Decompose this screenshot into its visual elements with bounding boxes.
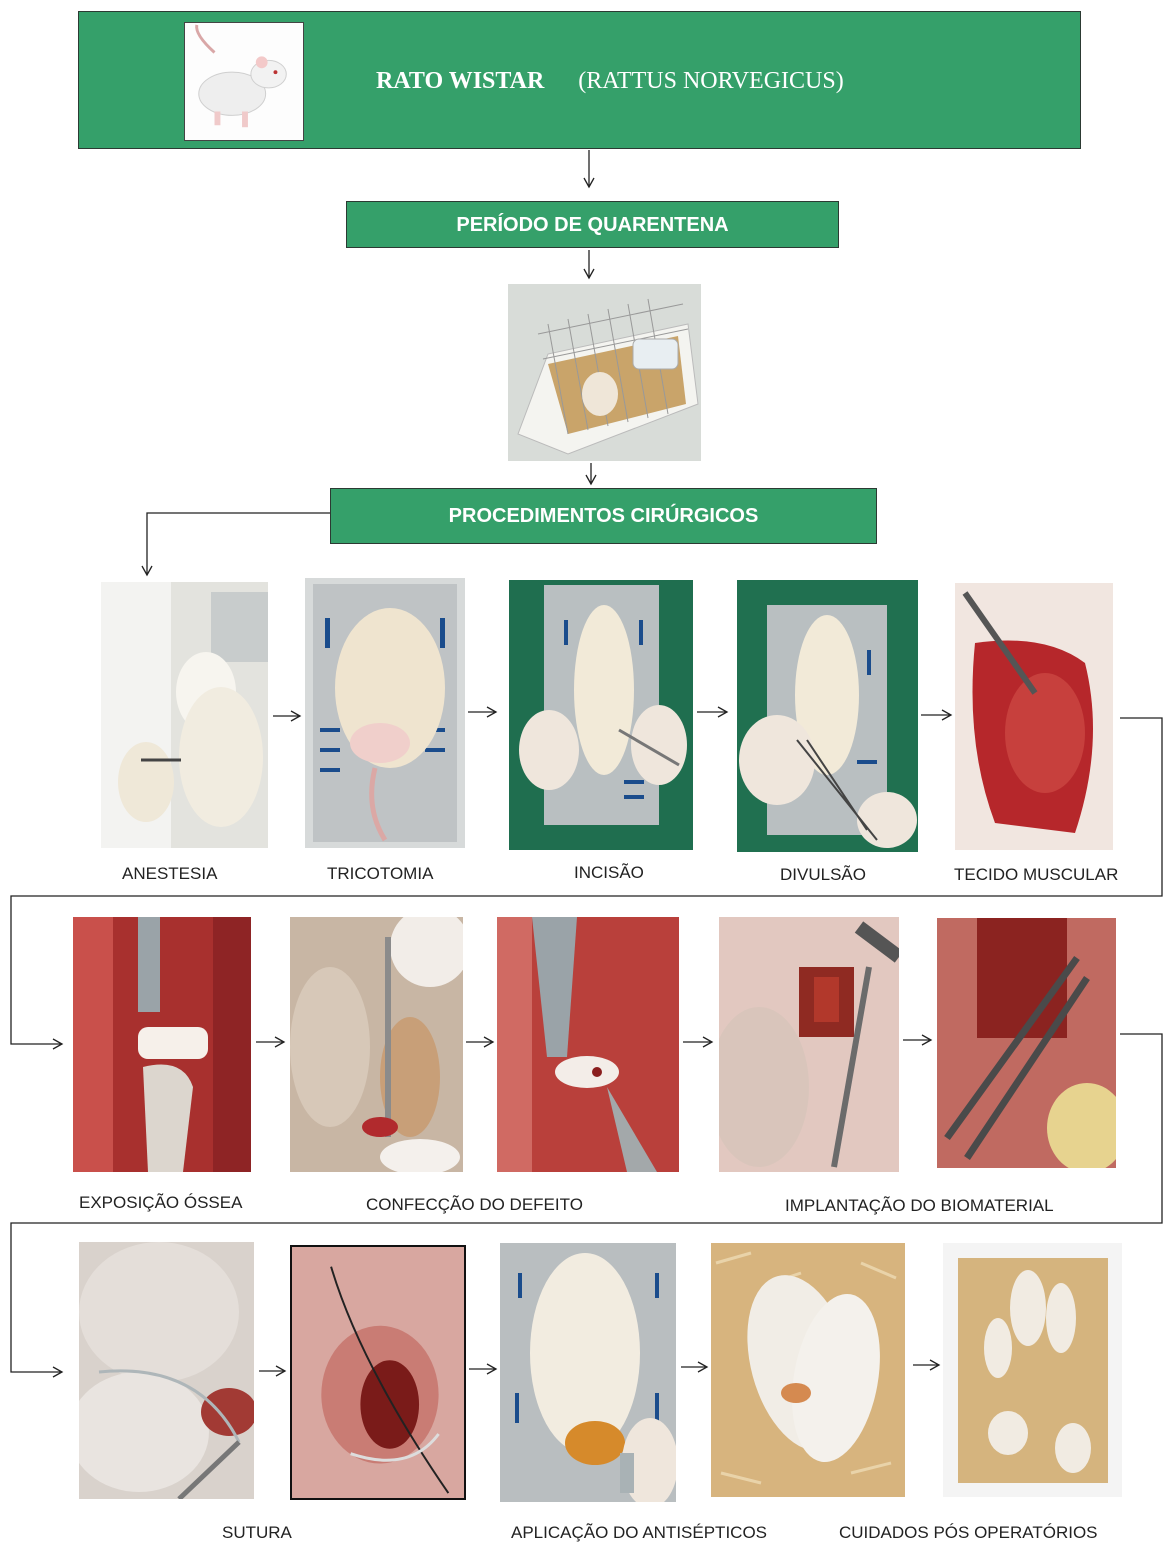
- caption-cuidados-pos-operatorios: CUIDADOS PÓS OPERATÓRIOS: [839, 1523, 1098, 1543]
- header-title: RATO WISTAR (RATTUS NORVEGICUS): [376, 68, 844, 95]
- caption-anestesia: ANESTESIA: [122, 864, 217, 884]
- caption-antisepticos: APLICAÇÃO DO ANTISÉPTICOS: [511, 1523, 767, 1543]
- arrow-surgery-to-anestesia: [147, 513, 330, 575]
- antisepticos-photo: [500, 1243, 676, 1502]
- surgery-label: PROCEDIMENTOS CIRÚRGICOS: [331, 505, 876, 528]
- exposicao-ossea-photo: [73, 917, 251, 1172]
- quarantine-box: PERÍODO DE QUARENTENA: [346, 201, 839, 248]
- tecido-muscular-photo: [955, 583, 1113, 850]
- caption-incisao: INCISÃO: [574, 863, 644, 883]
- caption-divulsao: DIVULSÃO: [780, 865, 866, 885]
- caption-sutura: SUTURA: [222, 1523, 292, 1543]
- anestesia-photo: [101, 582, 268, 848]
- cage-photo: [508, 284, 701, 461]
- header-box: RATO WISTAR (RATTUS NORVEGICUS): [78, 11, 1081, 149]
- caption-tricotomia: TRICOTOMIA: [327, 864, 433, 884]
- caption-exposicao-ossea: EXPOSIÇÃO ÓSSEA: [79, 1193, 242, 1213]
- implantacao-photo-2: [937, 918, 1116, 1168]
- confeccao-defeito-photo-1: [290, 917, 463, 1172]
- rat-thumbnail-photo: [184, 22, 304, 141]
- header-title-bold: RATO WISTAR: [376, 68, 544, 94]
- divulsao-photo: [737, 580, 918, 852]
- header-title-latin: (RATTUS NORVEGICUS): [578, 68, 843, 94]
- sutura-photo-2: [290, 1245, 466, 1500]
- caption-implantacao-biomaterial: IMPLANTAÇÃO DO BIOMATERIAL: [785, 1196, 1054, 1216]
- quarantine-label: PERÍODO DE QUARENTENA: [347, 214, 838, 237]
- sutura-photo-1: [79, 1242, 254, 1499]
- caption-tecido-muscular: TECIDO MUSCULAR: [954, 865, 1118, 885]
- cuidados-photo-2: [943, 1243, 1122, 1497]
- tricotomia-photo: [305, 578, 465, 848]
- caption-confeccao-defeito: CONFECÇÃO DO DEFEITO: [366, 1195, 583, 1215]
- incisao-photo: [509, 580, 693, 850]
- cuidados-photo-1: [711, 1243, 905, 1497]
- implantacao-photo-1: [719, 917, 899, 1172]
- surgery-box: PROCEDIMENTOS CIRÚRGICOS: [330, 488, 877, 544]
- confeccao-defeito-photo-2: [497, 917, 679, 1172]
